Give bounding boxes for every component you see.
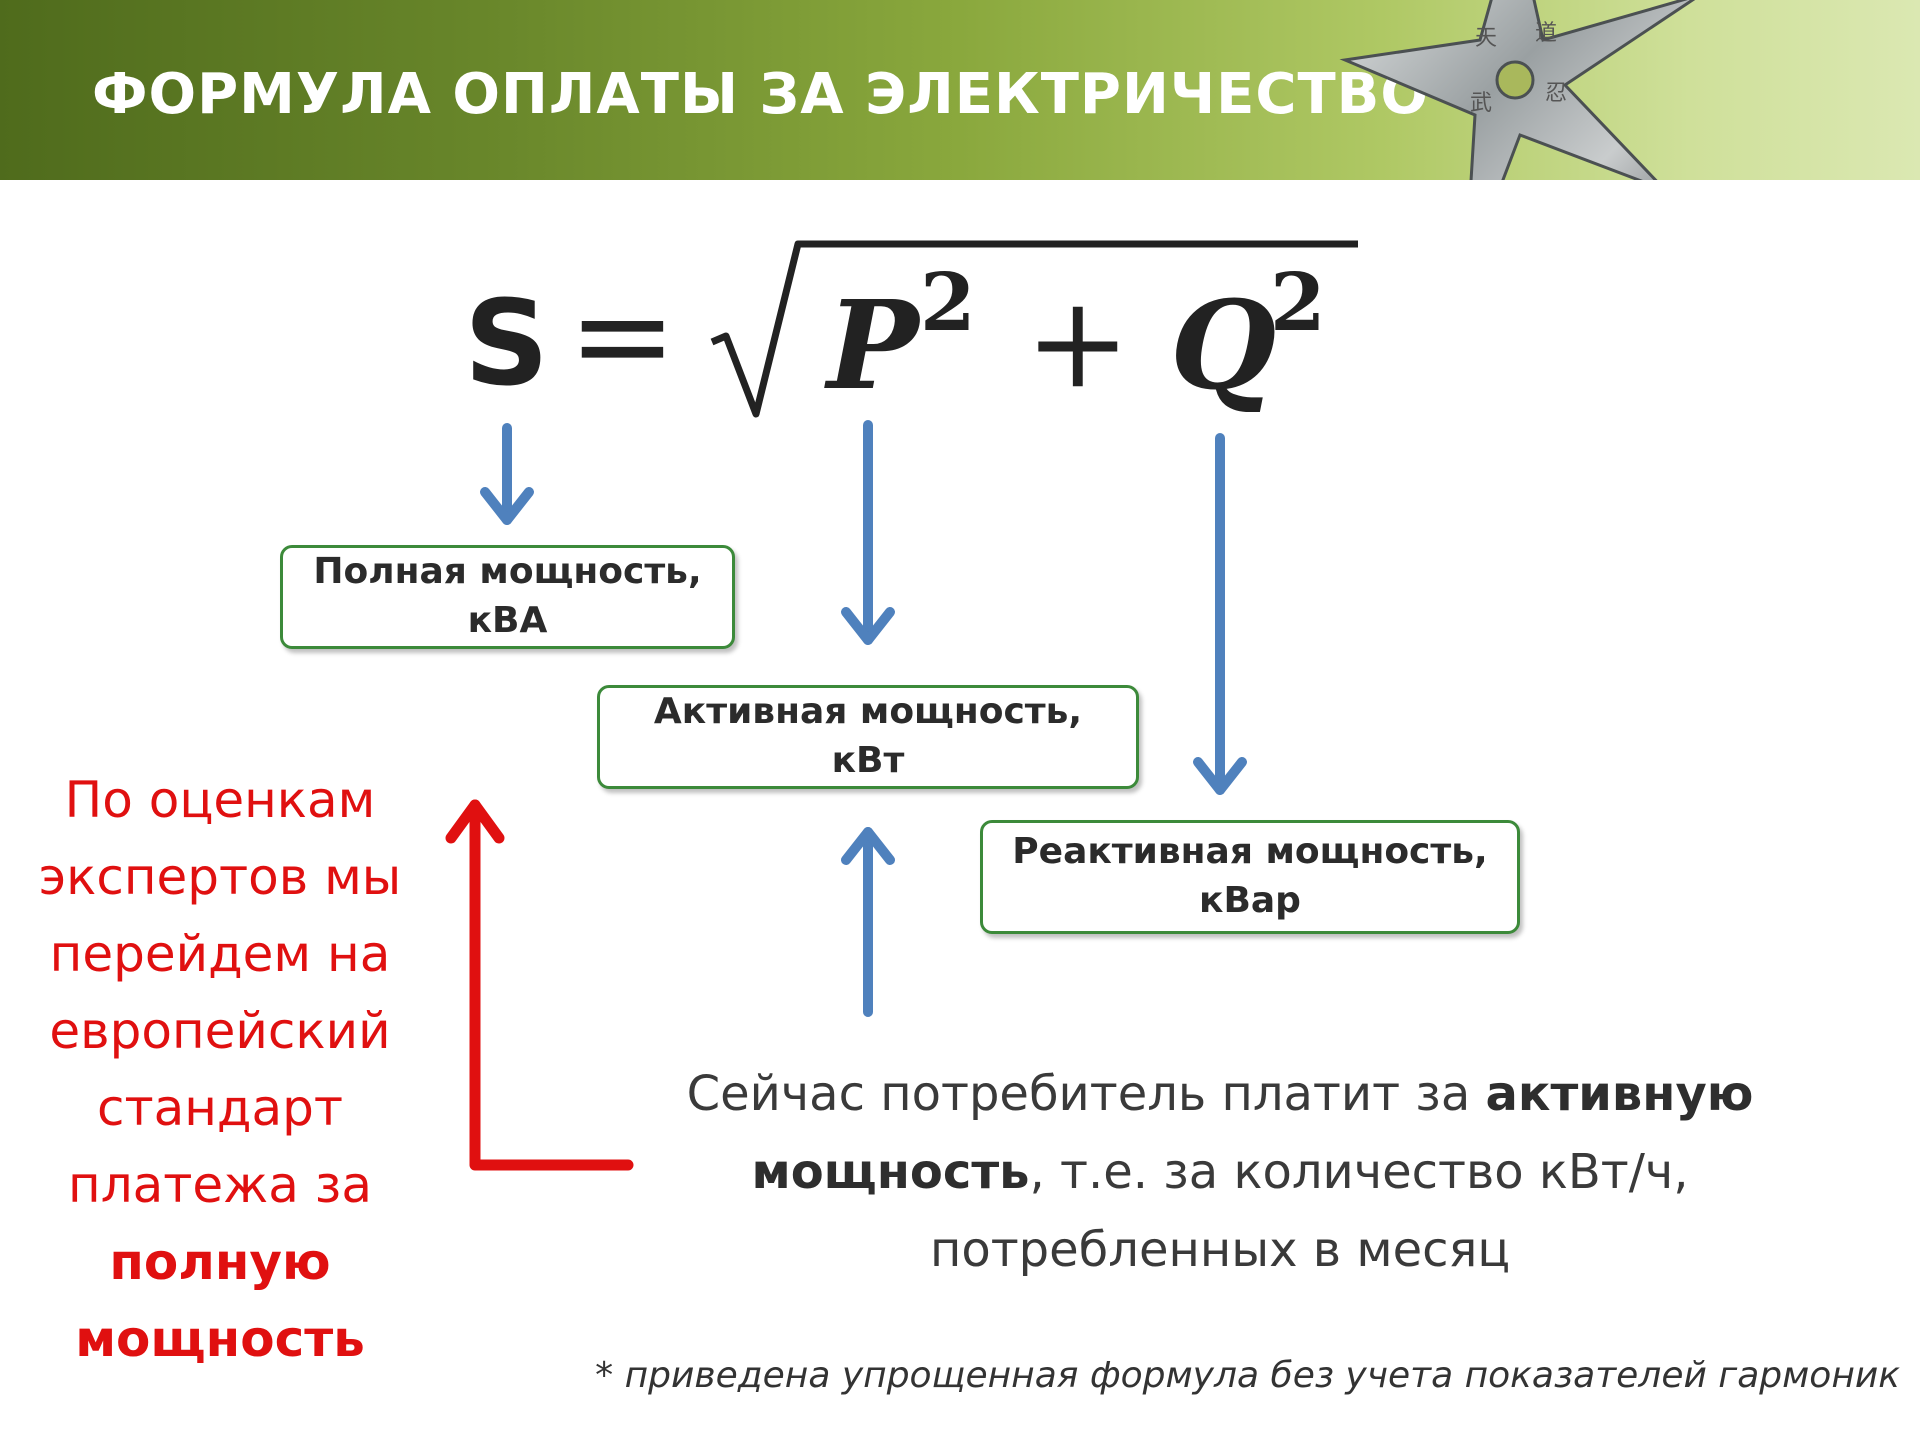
note-line: стандарт	[96, 1079, 344, 1137]
box-full-power-line1: Полная мощность,	[313, 551, 702, 593]
explain-text: , т.е. за количество кВт/ч,	[1029, 1144, 1689, 1200]
footnote: * приведена упрощенная формула без учета…	[595, 1355, 1900, 1396]
explain-line-1: Сейчас потребитель платит за активную	[600, 1055, 1840, 1133]
arrowhead-p	[841, 607, 895, 645]
note-line-bold: мощность	[75, 1310, 365, 1368]
square-root-sign	[710, 240, 1358, 418]
svg-text:忍: 忍	[1545, 81, 1567, 106]
box-active-power-line2: кВт	[831, 740, 905, 781]
note-line: экспертов мы	[38, 848, 402, 906]
svg-text:道: 道	[1535, 21, 1557, 46]
formula-q-exponent: 2	[1270, 255, 1326, 349]
svg-text:天: 天	[1475, 26, 1497, 51]
box-reactive-power-line2: кВар	[1199, 880, 1301, 921]
explain-line-2: мощность, т.е. за количество кВт/ч,	[600, 1133, 1840, 1211]
arrowhead-s	[480, 487, 534, 525]
slide-title: ФОРМУЛА ОПЛАТЫ ЗА ЭЛЕКТРИЧЕСТВО	[92, 62, 1429, 127]
formula-p: P	[827, 273, 919, 417]
box-reactive-power: Реактивная мощность, кВар	[980, 820, 1520, 934]
explain-bold-active: активную	[1485, 1066, 1754, 1122]
box-full-power: Полная мощность, кВА	[280, 545, 735, 649]
current-payment-explanation: Сейчас потребитель платит за активную мо…	[600, 1055, 1840, 1289]
explain-bold-power: мощность	[751, 1144, 1030, 1200]
note-line: перейдем на	[49, 925, 391, 983]
formula-p-exponent: 2	[920, 255, 976, 349]
box-reactive-power-line1: Реактивная мощность,	[1012, 831, 1488, 873]
box-active-power: Активная мощность, кВт	[597, 685, 1139, 789]
formula-s: S	[464, 274, 549, 412]
note-line: европейский	[49, 1002, 391, 1060]
formula: S = P 2 + Q 2	[460, 236, 1360, 436]
formula-plus: +	[1025, 269, 1131, 416]
note-line-bold: полную	[109, 1233, 331, 1291]
formula-q: Q	[1170, 273, 1277, 417]
header-band: ФОРМУЛА ОПЛАТЫ ЗА ЭЛЕКТРИЧЕСТВО 天 道 忍 武	[0, 0, 1920, 180]
svg-text:武: 武	[1470, 91, 1492, 116]
arrowhead-q	[1193, 757, 1247, 795]
box-full-power-line2: кВА	[467, 600, 548, 641]
red-arrowhead	[445, 799, 505, 844]
explain-line-3: потребленных в месяц	[929, 1222, 1511, 1278]
note-line: По оценкам	[64, 771, 376, 829]
explain-text: Сейчас потребитель платит за	[686, 1066, 1486, 1122]
arrowhead-up-active	[841, 827, 895, 865]
expert-estimate-note: По оценкам экспертов мы перейдем на евро…	[20, 762, 420, 1378]
shuriken-icon: 天 道 忍 武	[1339, 0, 1696, 180]
note-line: платежа за	[68, 1156, 372, 1214]
box-active-power-line1: Активная мощность,	[653, 691, 1083, 733]
formula-equals: =	[568, 259, 677, 411]
